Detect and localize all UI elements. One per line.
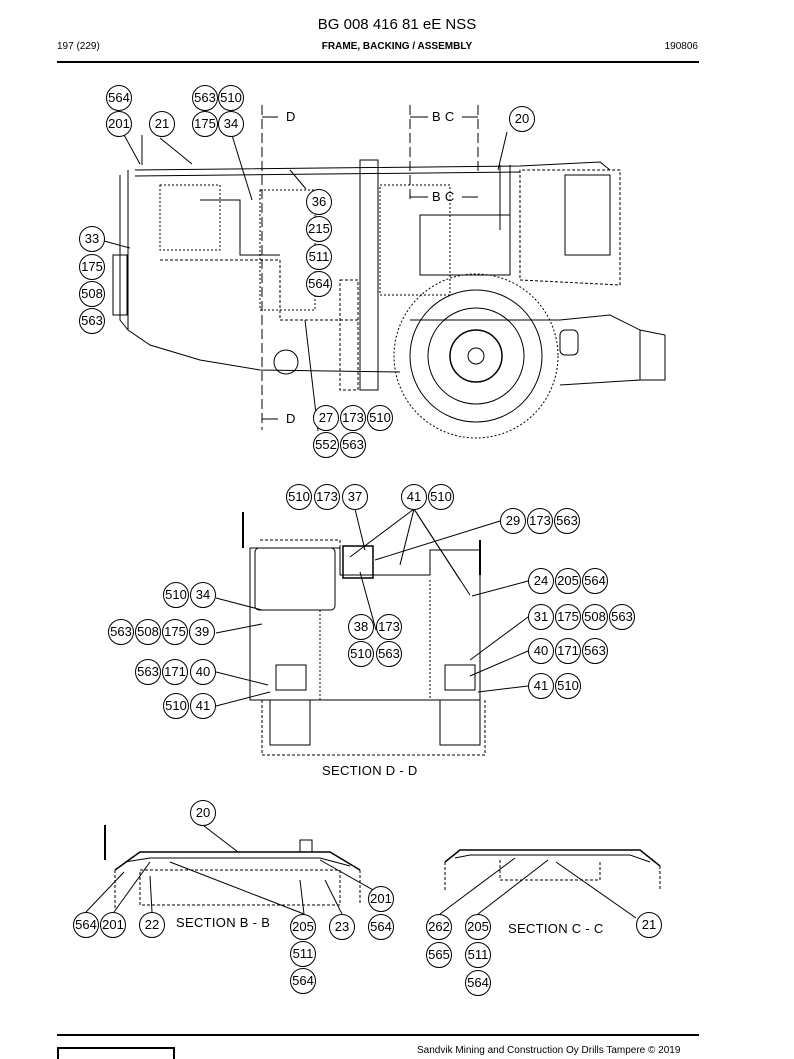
- page-number: 197 (229): [57, 41, 100, 52]
- callout: 22: [139, 912, 165, 938]
- callout: 175: [162, 619, 188, 645]
- callout: 37: [342, 484, 368, 510]
- callout: 33: [79, 226, 105, 252]
- footer-copyright: Sandvik Mining and Construction Oy Drill…: [417, 1045, 681, 1056]
- callout: 508: [79, 281, 105, 307]
- callout: 511: [465, 942, 491, 968]
- callout: 511: [306, 244, 332, 270]
- callout: 29: [500, 508, 526, 534]
- callout: 564: [73, 912, 99, 938]
- callout: 40: [190, 659, 216, 685]
- callout: 173: [376, 614, 402, 640]
- callout: 564: [368, 914, 394, 940]
- callout: 21: [149, 111, 175, 137]
- callout: 564: [582, 568, 608, 594]
- header-rule: [57, 61, 699, 63]
- callout: 563: [609, 604, 635, 630]
- callout: 173: [527, 508, 553, 534]
- callout: 563: [192, 85, 218, 111]
- callout: 563: [376, 641, 402, 667]
- callout: 34: [218, 111, 244, 137]
- callout: 510: [163, 693, 189, 719]
- callout: 563: [79, 308, 105, 334]
- callout: 20: [509, 106, 535, 132]
- callout: 552: [313, 432, 339, 458]
- callout: 24: [528, 568, 554, 594]
- callout: 205: [290, 914, 316, 940]
- callout: 262: [426, 914, 452, 940]
- callout: 175: [79, 254, 105, 280]
- section-cc-drawing: [439, 849, 661, 919]
- callout: 510: [163, 582, 189, 608]
- callout: 510: [555, 673, 581, 699]
- callout: 173: [340, 405, 366, 431]
- callout: 175: [555, 604, 581, 630]
- callout: 563: [340, 432, 366, 458]
- callout: 36: [306, 189, 332, 215]
- section-bb-label: SECTION B - B: [176, 915, 271, 930]
- callout: 171: [162, 659, 188, 685]
- callout: 38: [348, 614, 374, 640]
- callout: 20: [190, 800, 216, 826]
- callout: 564: [306, 271, 332, 297]
- callout: 201: [368, 886, 394, 912]
- callout: 31: [528, 604, 554, 630]
- callout: 510: [218, 85, 244, 111]
- callout: 27: [313, 405, 339, 431]
- callout: 510: [348, 641, 374, 667]
- callout: 201: [106, 111, 132, 137]
- callout: 510: [286, 484, 312, 510]
- section-dd-label: SECTION D - D: [322, 763, 418, 778]
- callout: 34: [190, 582, 216, 608]
- cut-label-bc-mid: B C: [432, 189, 455, 204]
- callout: 564: [290, 968, 316, 994]
- callout: 510: [367, 405, 393, 431]
- callout: 41: [528, 673, 554, 699]
- callout: 563: [582, 638, 608, 664]
- cut-label-d-bottom: D: [286, 411, 296, 426]
- callout: 510: [428, 484, 454, 510]
- callout: 205: [555, 568, 581, 594]
- callout: 565: [426, 942, 452, 968]
- side-view-drawing: [103, 105, 666, 439]
- callout: 508: [582, 604, 608, 630]
- callout: 205: [465, 914, 491, 940]
- callout: 201: [100, 912, 126, 938]
- callout: 563: [135, 659, 161, 685]
- section-cc-label: SECTION C - C: [508, 921, 604, 936]
- section-bb-drawing: [85, 825, 383, 915]
- footer-rule: [57, 1034, 699, 1036]
- callout: 41: [190, 693, 216, 719]
- section-dd-drawing: [215, 508, 529, 756]
- callout: 563: [554, 508, 580, 534]
- callout: 175: [192, 111, 218, 137]
- callout: 41: [401, 484, 427, 510]
- callout: 173: [314, 484, 340, 510]
- callout: 564: [106, 85, 132, 111]
- callout: 21: [636, 912, 662, 938]
- callout: 563: [108, 619, 134, 645]
- callout: 39: [189, 619, 215, 645]
- section-title: FRAME, BACKING / ASSEMBLY: [321, 41, 473, 52]
- sandvik-logo: [57, 1047, 175, 1059]
- callout: 171: [555, 638, 581, 664]
- callout: 40: [528, 638, 554, 664]
- callout: 215: [306, 216, 332, 242]
- callout: 511: [290, 941, 316, 967]
- callout: 23: [329, 914, 355, 940]
- document-title: BG 008 416 81 eE NSS: [317, 16, 477, 33]
- document-code: 190806: [664, 41, 698, 52]
- callout: 564: [465, 970, 491, 996]
- callout: 508: [135, 619, 161, 645]
- cut-label-bc-top: B C: [432, 109, 455, 124]
- cut-label-d-top: D: [286, 109, 296, 124]
